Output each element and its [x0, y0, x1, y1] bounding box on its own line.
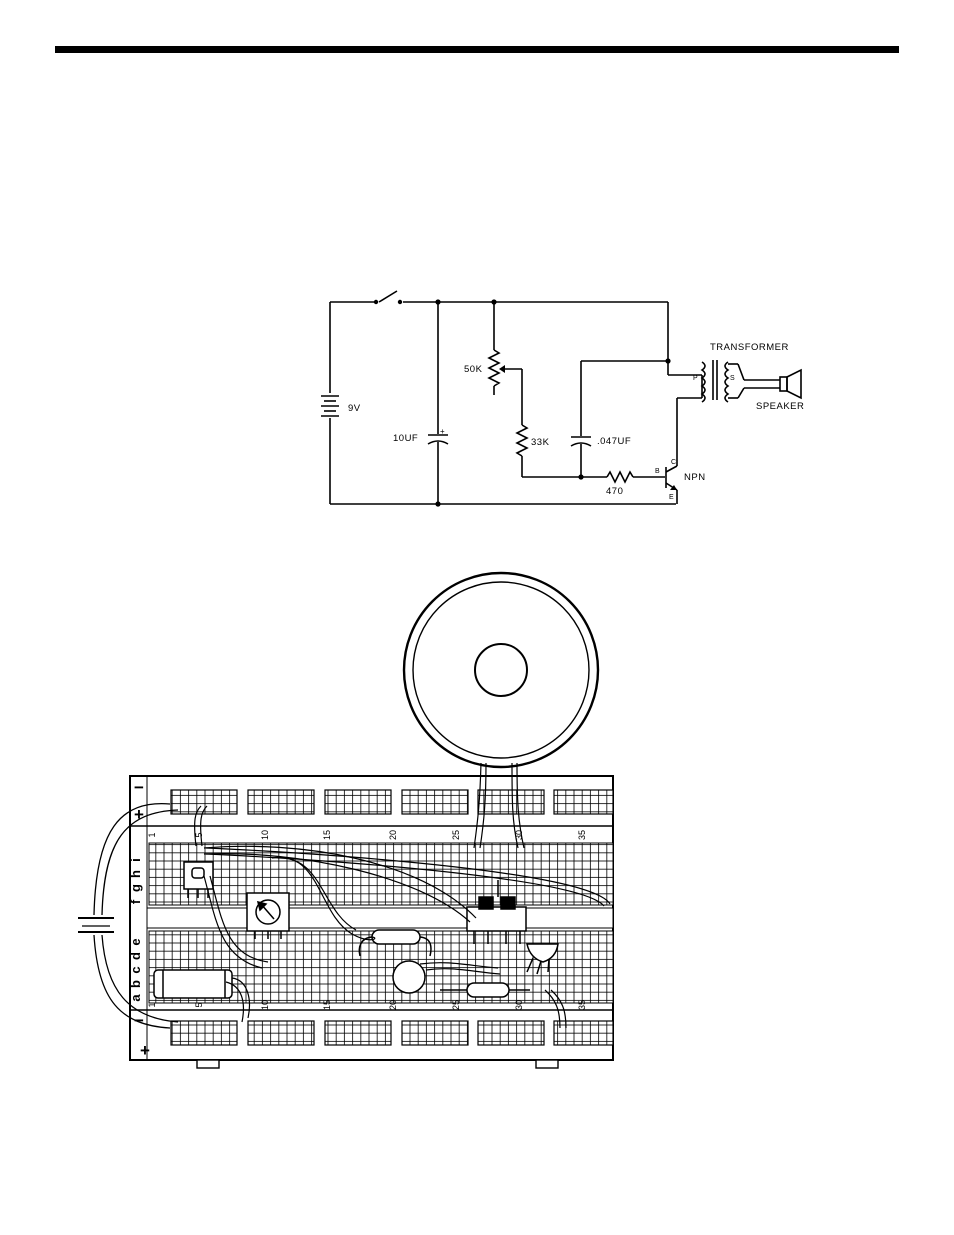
column-number: 35 — [577, 1000, 587, 1010]
rail-minus-top: − — [134, 778, 144, 797]
column-number: 35 — [577, 830, 587, 840]
speaker-drawing — [404, 573, 598, 767]
rail-block-bottom-3 — [402, 1021, 468, 1045]
row-letter: i — [128, 858, 143, 862]
rail-plus-bottom: + — [140, 1041, 150, 1060]
resistor-470-label: 470 — [606, 486, 623, 497]
speaker-label: SPEAKER — [756, 401, 804, 412]
rail-block-top-4 — [478, 790, 544, 814]
rail-block-bottom-5 — [554, 1021, 613, 1045]
pin-e-label: E — [669, 494, 674, 501]
rail-block-top-3 — [402, 790, 468, 814]
column-number: 10 — [260, 830, 270, 840]
capacitor-polarity-label: + — [440, 427, 445, 436]
secondary-label: S — [730, 375, 735, 382]
circuit-schematic: 9V 10UF + 50K 33K .047UF 470 NPN B C E T… — [0, 0, 954, 560]
column-number: 20 — [388, 1000, 398, 1010]
rail-block-top-1 — [248, 790, 314, 814]
column-number: 5 — [194, 1002, 204, 1007]
column-number: 15 — [322, 830, 332, 840]
row-letter: b — [128, 980, 143, 988]
rail-block-bottom-0 — [171, 1021, 237, 1045]
primary-label: P — [693, 375, 698, 382]
column-number: 25 — [451, 830, 461, 840]
column-number: 15 — [322, 1000, 332, 1010]
capacitor-047uf-label: .047UF — [597, 436, 631, 447]
column-number: 1 — [147, 1002, 157, 1007]
column-number: 10 — [260, 1000, 270, 1010]
ceramic-capacitor — [393, 961, 425, 993]
capacitor-10uf-label: 10UF — [393, 433, 418, 444]
rail-block-bottom-1 — [248, 1021, 314, 1045]
row-letter: c — [128, 966, 143, 973]
rail-block-bottom-4 — [478, 1021, 544, 1045]
row-letter: f — [128, 899, 143, 904]
rail-block-top-2 — [325, 790, 391, 814]
row-letter: h — [128, 870, 143, 878]
column-number: 30 — [514, 1000, 524, 1010]
pot-50k-label: 50K — [464, 364, 483, 375]
column-number: 25 — [451, 1000, 461, 1010]
column-number: 20 — [388, 830, 398, 840]
battery-label: 9V — [348, 403, 361, 414]
transistor-label: NPN — [684, 472, 706, 483]
transformer-label: TRANSFORMER — [710, 342, 789, 353]
row-letter: d — [128, 952, 143, 960]
row-letter: a — [128, 994, 143, 1002]
row-letter: g — [128, 884, 143, 892]
pin-c-label: C — [671, 459, 677, 466]
electrolytic-capacitor — [154, 970, 232, 998]
pin-b-label: B — [655, 468, 660, 475]
rail-block-bottom-2 — [325, 1021, 391, 1045]
rail-block-top-5 — [554, 790, 613, 814]
row-letter: e — [128, 938, 143, 945]
resistor-33k-label: 33K — [531, 437, 550, 448]
column-number: 1 — [147, 832, 157, 837]
